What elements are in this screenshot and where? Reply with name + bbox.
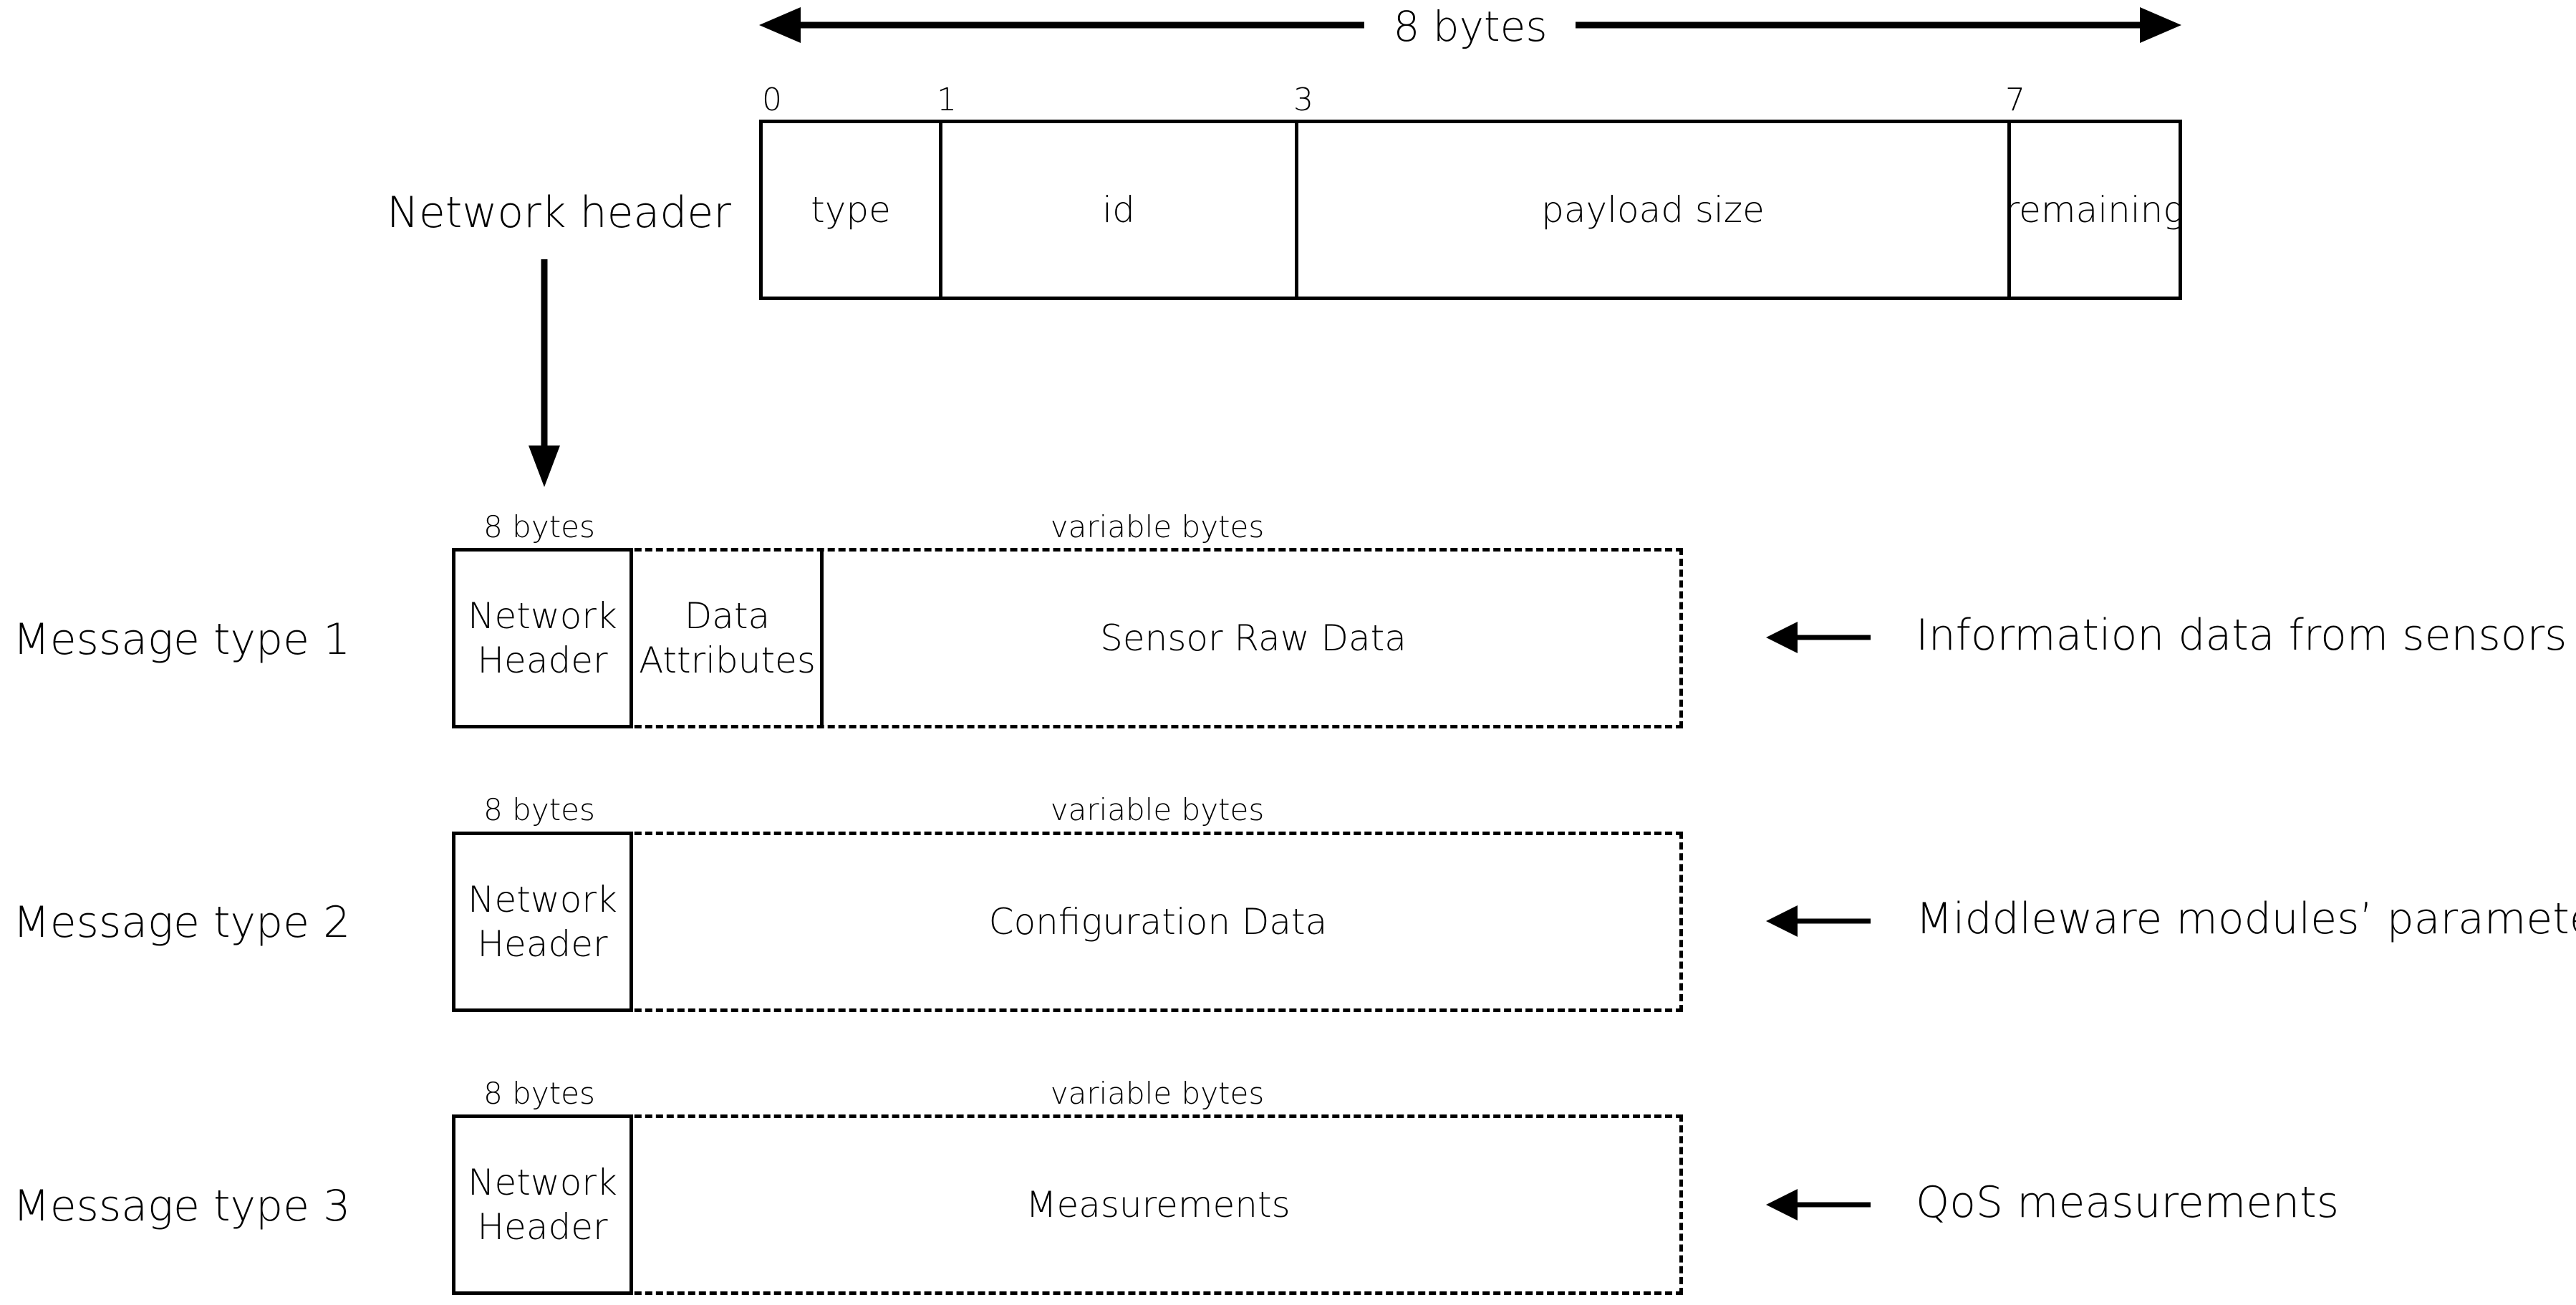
offset-label-0: 0 bbox=[762, 82, 782, 118]
message-1-attributes-divider bbox=[820, 548, 824, 728]
message-2-body-size: variable bytes bbox=[1050, 792, 1265, 827]
message-1-network-header: Network Header bbox=[468, 594, 617, 682]
message-type-1-label: Message type 1 bbox=[13, 615, 351, 665]
field-id: id bbox=[939, 123, 1295, 297]
message-1-sensor-raw-data: Sensor Raw Data bbox=[1100, 617, 1407, 659]
field-type: type bbox=[811, 188, 891, 231]
network-header-down-arrow bbox=[529, 259, 560, 487]
message-3-body-size: variable bytes bbox=[1050, 1076, 1265, 1111]
offset-label-3: 3 bbox=[1293, 82, 1313, 118]
message-3-description: QoS measurements bbox=[1916, 1178, 2339, 1228]
total-size-label: 8 bytes bbox=[1379, 6, 1562, 47]
message-3-header-size: 8 bytes bbox=[483, 1076, 595, 1111]
bytes-span-arrow-left bbox=[759, 7, 1364, 43]
offset-label-7: 7 bbox=[2005, 82, 2025, 118]
message-1-header-size: 8 bytes bbox=[483, 509, 595, 544]
message-2-description: Middleware modules’ parameters bbox=[1916, 894, 2576, 944]
offset-label-1: 1 bbox=[937, 82, 957, 118]
message-1-body-size: variable bytes bbox=[1050, 509, 1265, 544]
message1-description-arrow bbox=[1766, 622, 1871, 653]
message-2-header-box bbox=[452, 832, 633, 1012]
message-2-configuration-data: Configuration Data bbox=[988, 900, 1328, 943]
message-3-network-header: Network Header bbox=[468, 1161, 617, 1248]
message2-description-arrow bbox=[1766, 905, 1871, 937]
bytes-span-arrow-right bbox=[1576, 7, 2181, 43]
message3-description-arrow bbox=[1766, 1189, 1871, 1220]
message-2-header-size: 8 bytes bbox=[483, 792, 595, 827]
network-header-label: Network header bbox=[387, 188, 731, 238]
message-1-data-attributes: Data Attributes bbox=[639, 594, 816, 682]
message-1-header-box bbox=[452, 548, 633, 728]
message-3-measurements: Measurements bbox=[1026, 1183, 1291, 1225]
message-type-2-label: Message type 2 bbox=[13, 897, 351, 948]
field-remaining: remaining bbox=[2005, 123, 2184, 297]
message-1-description: Information data from sensors bbox=[1916, 610, 2567, 660]
field-payload-size: payload size bbox=[1295, 123, 2007, 297]
message-type-3-label: Message type 3 bbox=[13, 1181, 351, 1231]
message-2-network-header: Network Header bbox=[468, 878, 617, 965]
message-3-header-box bbox=[452, 1114, 633, 1295]
header-layout-box: type id payload size remaining bbox=[759, 120, 2184, 300]
